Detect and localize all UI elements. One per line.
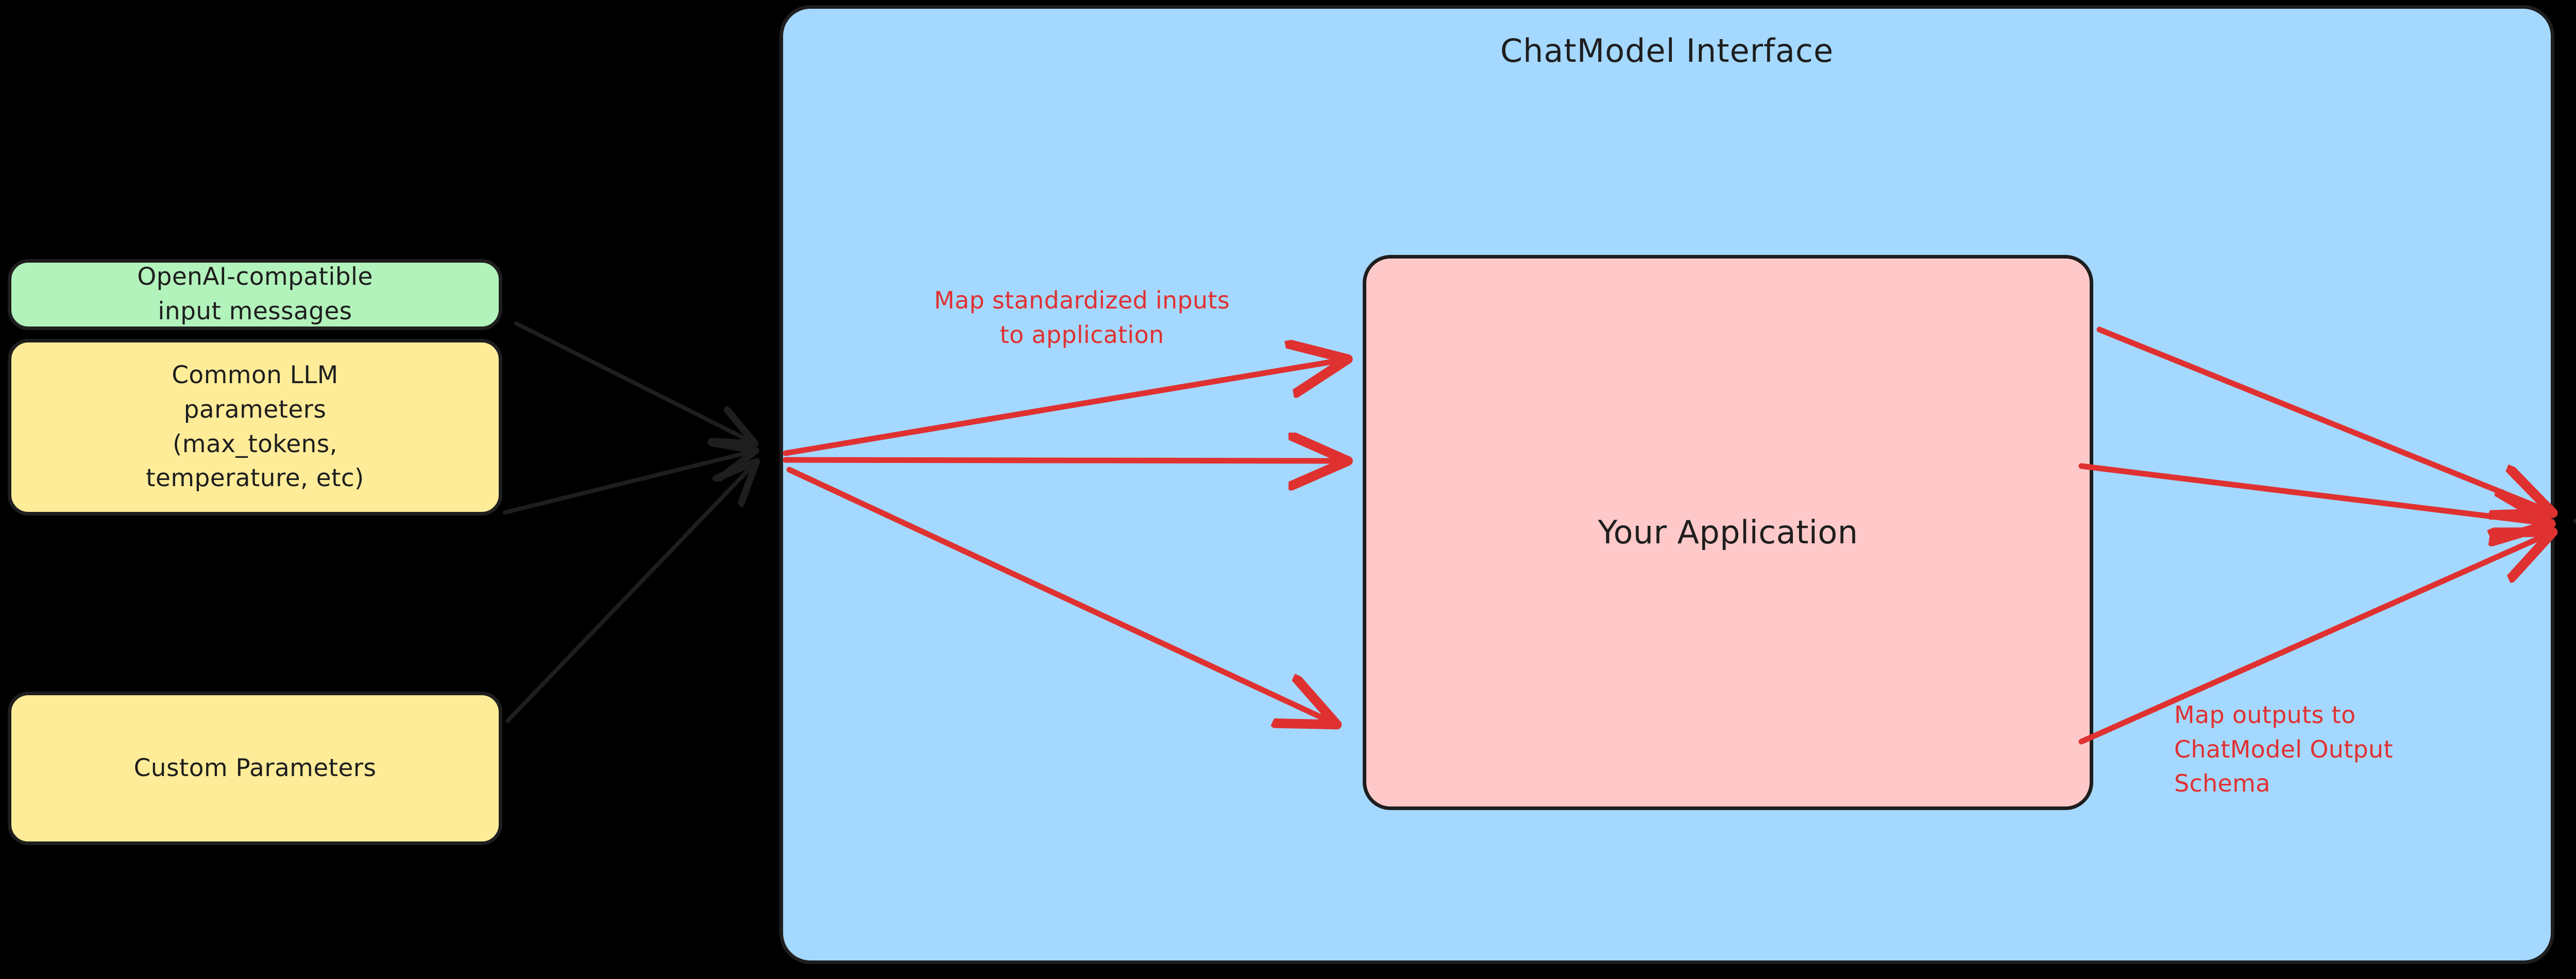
input-node-common-llm-parameters: Common LLM parameters (max_tokens, tempe… — [8, 339, 502, 516]
annotation-map-inputs: Map standardized inputs to application — [934, 286, 1230, 349]
annotation-map-outputs: Map outputs to ChatModel Output Schema — [2174, 701, 2393, 798]
chatmodel-interface-title: ChatModel Interface — [1500, 32, 1834, 70]
arrow-custom-params-to-interface — [505, 466, 752, 723]
input-node-openai-input-messages: OpenAI-compatible input messages — [8, 259, 502, 330]
arrow-input-messages-to-interface — [514, 321, 750, 441]
input-node-custom-parameters: Custom Parameters — [8, 692, 502, 845]
your-application-node: Your Application — [1363, 255, 2093, 810]
arrow-common-params-to-interface — [503, 452, 750, 514]
